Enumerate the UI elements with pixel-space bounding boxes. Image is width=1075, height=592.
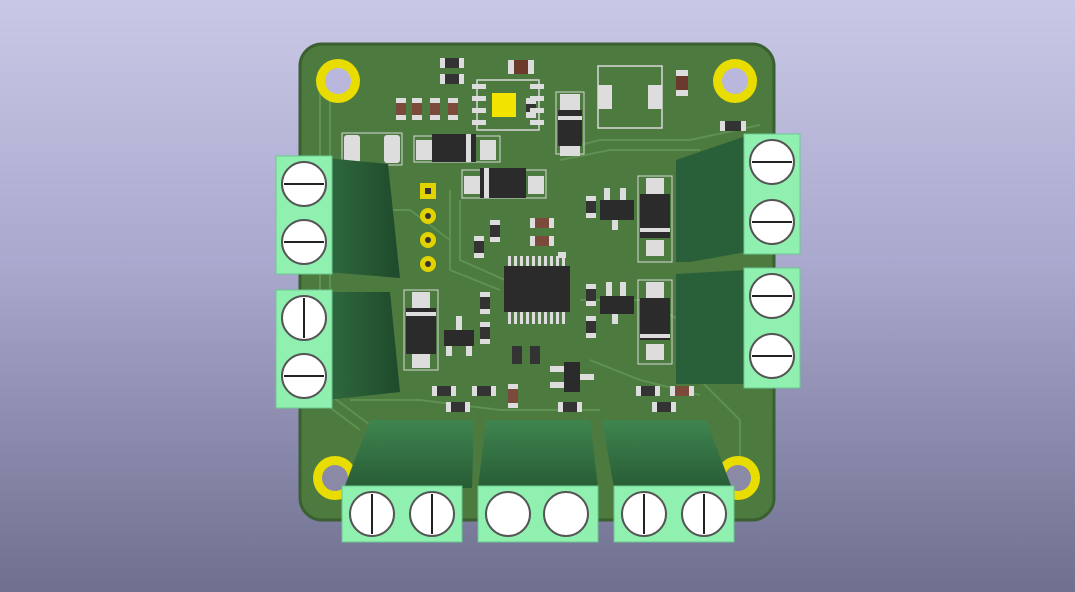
diode-left-3 xyxy=(461,168,547,199)
diode-left-1 xyxy=(341,132,403,166)
diode-top-center xyxy=(555,91,585,156)
pin-header xyxy=(420,183,436,272)
terminal-block-left-bottom xyxy=(275,289,400,409)
inductor-footprint xyxy=(597,65,663,129)
terminal-block-bottom-right xyxy=(602,420,735,543)
diode-left-middle xyxy=(403,289,439,371)
diode-right-top xyxy=(637,175,673,263)
mosfet-right-top xyxy=(586,188,634,230)
diode-left-2 xyxy=(413,134,501,163)
terminal-block-bottom-left xyxy=(341,420,474,543)
mounting-hole-top-left xyxy=(316,59,360,103)
small-passives xyxy=(432,218,694,412)
diode-right-bottom xyxy=(637,279,673,365)
mounting-hole-top-right xyxy=(713,59,757,103)
main-ic xyxy=(504,252,570,324)
terminal-block-right-top xyxy=(676,133,801,262)
oscillator-footprint xyxy=(472,79,544,131)
transistor-bottom-center xyxy=(550,362,594,392)
terminal-block-left-top xyxy=(275,155,400,278)
smd-resistors-top xyxy=(396,58,746,131)
terminal-block-bottom-center xyxy=(477,420,599,543)
transistor-left-middle xyxy=(444,316,474,356)
mosfet-right-bottom xyxy=(586,282,634,338)
terminal-block-right-bottom xyxy=(676,267,801,389)
